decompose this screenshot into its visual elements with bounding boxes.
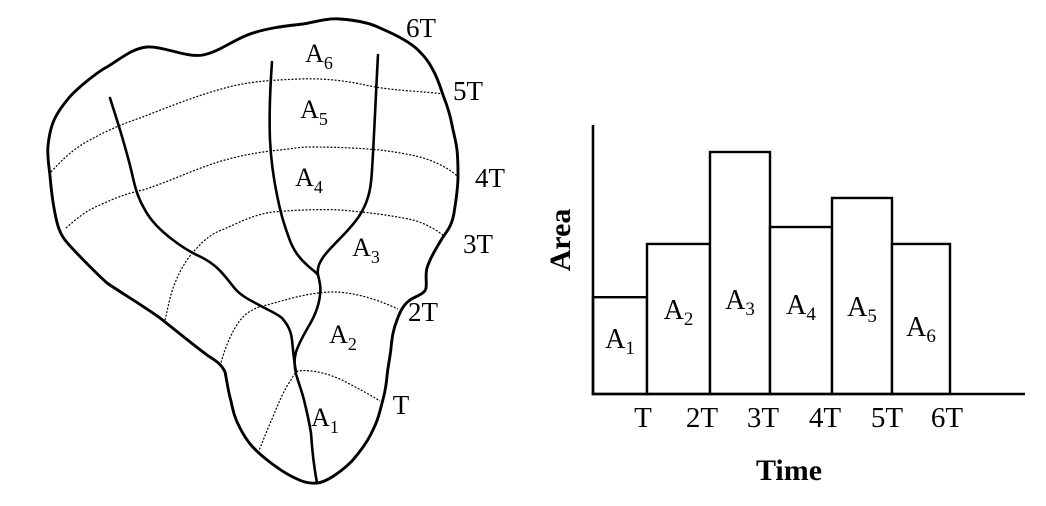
isochrone-line-4T: [65, 146, 458, 229]
bar-A5: [830, 196, 894, 396]
isochrone-label-3T: 3T: [463, 229, 494, 259]
bar-value-label-A1: A1: [605, 324, 635, 359]
main-stream: [293, 53, 380, 485]
zone-label-A6: A6: [305, 39, 333, 73]
zone-label-A3: A3: [352, 233, 380, 267]
y-axis-label: Area: [544, 209, 577, 272]
x-tick-label-2T: 2T: [686, 402, 719, 434]
isochrone-label-6T: 6T: [406, 13, 437, 43]
bar-A1: [591, 296, 649, 396]
isochrone-label-2T: 2T: [408, 297, 439, 327]
zone-label-A5: A5: [300, 95, 328, 129]
watershed-boundary: [46, 17, 460, 485]
watershed-map: A1 A2 A3 A4 A5 A6 T 2T 3T 4T 5T 6T: [46, 13, 506, 485]
bar-A3: [708, 150, 772, 396]
bar-value-label-A2: A2: [664, 295, 694, 330]
zone-label-A4: A4: [295, 163, 323, 197]
isochrone-label-5T: 5T: [453, 76, 484, 106]
x-tick-label-6T: 6T: [931, 402, 964, 434]
isochrone-line-2T: [219, 291, 399, 367]
zone-label-A2: A2: [329, 320, 357, 354]
bar-value-label-A6: A6: [906, 312, 936, 347]
bar-value-label-A3: A3: [725, 285, 755, 320]
x-tick-label-T: T: [634, 402, 652, 434]
isochrone-label-4T: 4T: [475, 163, 506, 193]
bar-A4: [768, 225, 834, 396]
x-tick-label-4T: 4T: [809, 402, 842, 434]
zone-label-A1: A1: [311, 403, 339, 437]
x-tick-label-3T: 3T: [747, 402, 780, 434]
tributary-stream-west: [108, 96, 298, 374]
bars-layer: [591, 150, 952, 396]
isochrone-line-5T: [50, 78, 445, 173]
isochrone-line-3T: [164, 209, 444, 321]
x-tick-label-5T: 5T: [871, 402, 904, 434]
isochrone-label-T: T: [393, 390, 410, 420]
isochrone-line-T: [257, 369, 381, 454]
tributary-stream-left: [268, 60, 320, 277]
bar-value-label-A5: A5: [847, 292, 877, 327]
x-axis-label: Time: [756, 454, 822, 487]
bar-value-label-A4: A4: [786, 290, 816, 325]
